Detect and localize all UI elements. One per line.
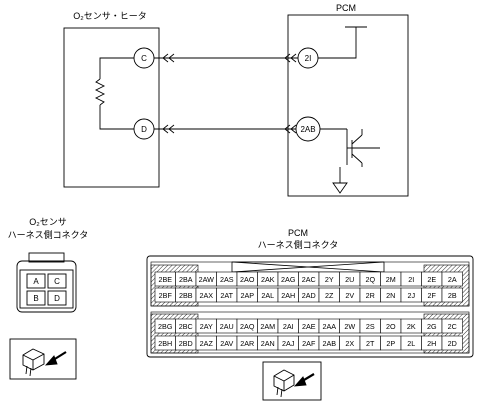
pcm-connector-cell-label: 2D: [448, 339, 457, 348]
pcm-connector-cell-label: 2L: [407, 339, 415, 348]
pcm-connector-cell-label: 2S: [366, 322, 375, 331]
pcm-connector-cell-label: 2BC: [179, 322, 193, 331]
pcm-pin-2i-label: 2I: [305, 54, 312, 63]
pcm-connector: 2BE 2BA 2AW 2AS 2AO 2AK 2AG 2AC 2Y 2U 2Q 2M 2I 2E 2A 2B…: [146, 255, 474, 358]
pcm-connector-cell-label: 2AZ: [200, 339, 214, 348]
pcm-pin-2ab-label: 2AB: [300, 125, 315, 134]
pcm-connector-cell-label: 2AS: [220, 275, 234, 284]
pcm-connector-cell-label: 2AU: [220, 322, 234, 331]
pcm-connector-cell-label: 2P: [386, 339, 395, 348]
pcm-connector-cell-label: 2AT: [220, 291, 233, 300]
pcm-connector-cell: [441, 335, 463, 351]
pcm-connector-cell-label: 2V: [345, 291, 354, 300]
pcm-connector-cell-label: 2AD: [302, 291, 316, 300]
pcm-supply-line: [318, 26, 367, 59]
pcm-connector-cell-label: 2E: [427, 275, 436, 284]
pcm-connector-cell-label: 2AB: [322, 339, 336, 348]
pcm-connector-cell-label: 2BH: [158, 339, 172, 348]
pcm-connector-cell-label: 2AC: [302, 275, 316, 284]
pcm-connector-cell-label: 2AL: [261, 291, 274, 300]
pcm-connector-cell: [441, 271, 463, 287]
pcm-connector-cell-label: 2AW: [199, 275, 215, 284]
sensor-title: O₂センサ・ヒータ: [73, 11, 147, 21]
pcm-connector-cell-label: 2BE: [158, 275, 172, 284]
resistor-icon: [94, 57, 134, 130]
pcm-connector-latch: [231, 261, 385, 273]
pcm-connector-cell-label: 2N: [386, 291, 395, 300]
pcm-connector-cell-label: 2AY: [200, 322, 213, 331]
pcm-connector-cell-label: 2F: [428, 291, 437, 300]
pcm-connector-cell-label: 2Q: [365, 275, 375, 284]
pcm-connector-cell: [441, 318, 463, 334]
sensor-connector-cell: C: [54, 277, 60, 286]
pcm-box: [287, 14, 409, 197]
sensor-connector-label-2: ハーネス側コネクタ: [8, 229, 89, 240]
pcm-connector-cell-label: 2BF: [159, 291, 173, 300]
pcm-connector-cell-label: 2BA: [179, 275, 193, 284]
pcm-connector-cell-label: 2I: [408, 275, 414, 284]
pcm-connector-cell-label: 2Y: [325, 275, 334, 284]
pcm-connector-cell-label: 2AJ: [282, 339, 295, 348]
pcm-connector-cell-label: 2X: [345, 339, 354, 348]
pcm-connector-cell-label: 2G: [427, 322, 437, 331]
pcm-connector-cell-label: 2AK: [261, 275, 275, 284]
sensor-pin-d-label: D: [141, 125, 147, 134]
connector-plug-icon: [262, 361, 322, 401]
pcm-connector-cell-label: 2AO: [240, 275, 255, 284]
sensor-pin-c: C: [133, 47, 155, 69]
pcm-pin-2i: 2I: [297, 47, 319, 69]
pcm-connector-cell-label: 2AI: [283, 322, 294, 331]
pcm-connector-cell-label: 2AR: [240, 339, 254, 348]
sensor-pin-d: D: [133, 118, 155, 140]
pcm-connector-label-1: PCM: [288, 228, 308, 238]
pcm-connector-cell-label: 2W: [344, 322, 355, 331]
pcm-connector-cell-label: 2AF: [302, 339, 316, 348]
pcm-connector-cell-label: 2AV: [220, 339, 233, 348]
pcm-connector-cell-label: 2AP: [240, 291, 254, 300]
pcm-connector-cell-label: 2C: [448, 322, 457, 331]
pcm-pin-2ab: 2AB: [295, 116, 321, 142]
pcm-title: PCM: [336, 3, 356, 13]
pcm-connector-cell-label: 2J: [407, 291, 415, 300]
pcm-connector-cell-label: 2BD: [179, 339, 193, 348]
pcm-connector-cell-label: 2AQ: [240, 322, 255, 331]
pcm-connector-cell-label: 2Z: [325, 291, 334, 300]
pcm-connector-cell-label: 2O: [386, 322, 396, 331]
pcm-connector-cell-label: 2BG: [158, 322, 173, 331]
pcm-connector-label-2: ハーネス側コネクタ: [258, 239, 339, 250]
sensor-connector-cell: B: [33, 294, 38, 303]
pcm-connector-cell-label: 2BB: [179, 291, 193, 300]
pcm-connector-cell-label: 2R: [366, 291, 375, 300]
sensor-connector: [16, 252, 77, 313]
pcm-connector-cell-label: 2AX: [199, 291, 213, 300]
pcm-connector-cell-label: 2T: [366, 339, 375, 348]
pcm-connector-cell-label: 2U: [345, 275, 354, 284]
npn-transistor-icon: [320, 128, 380, 167]
wire-c-2i: [154, 53, 298, 63]
pcm-connector-cell-label: 2K: [407, 322, 416, 331]
ground-icon: [332, 167, 348, 194]
sensor-connector-label-1: O₂センサ: [29, 217, 67, 227]
pcm-connector-cell-label: 2AN: [261, 339, 275, 348]
pcm-connector-cell-label: 2AA: [322, 322, 336, 331]
connector-plug-icon: [9, 338, 77, 380]
sensor-connector-cell: D: [54, 294, 60, 303]
pcm-connector-cell-label: 2AG: [281, 275, 296, 284]
sensor-connector-cell: A: [33, 277, 39, 286]
pcm-connector-cell: [441, 287, 463, 303]
pcm-connector-cell-label: 2AE: [302, 322, 316, 331]
wire-d-2ab: [154, 124, 298, 134]
pcm-connector-cell-label: 2AH: [281, 291, 295, 300]
pcm-connector-cell-label: 2A: [448, 275, 457, 284]
pcm-connector-cell-label: 2AM: [260, 322, 275, 331]
pcm-connector-cell-label: 2B: [448, 291, 457, 300]
pcm-connector-cell-label: 2M: [386, 275, 396, 284]
sensor-box: [63, 27, 160, 188]
sensor-pin-c-label: C: [141, 54, 147, 63]
pcm-connector-cell-label: 2H: [427, 339, 436, 348]
